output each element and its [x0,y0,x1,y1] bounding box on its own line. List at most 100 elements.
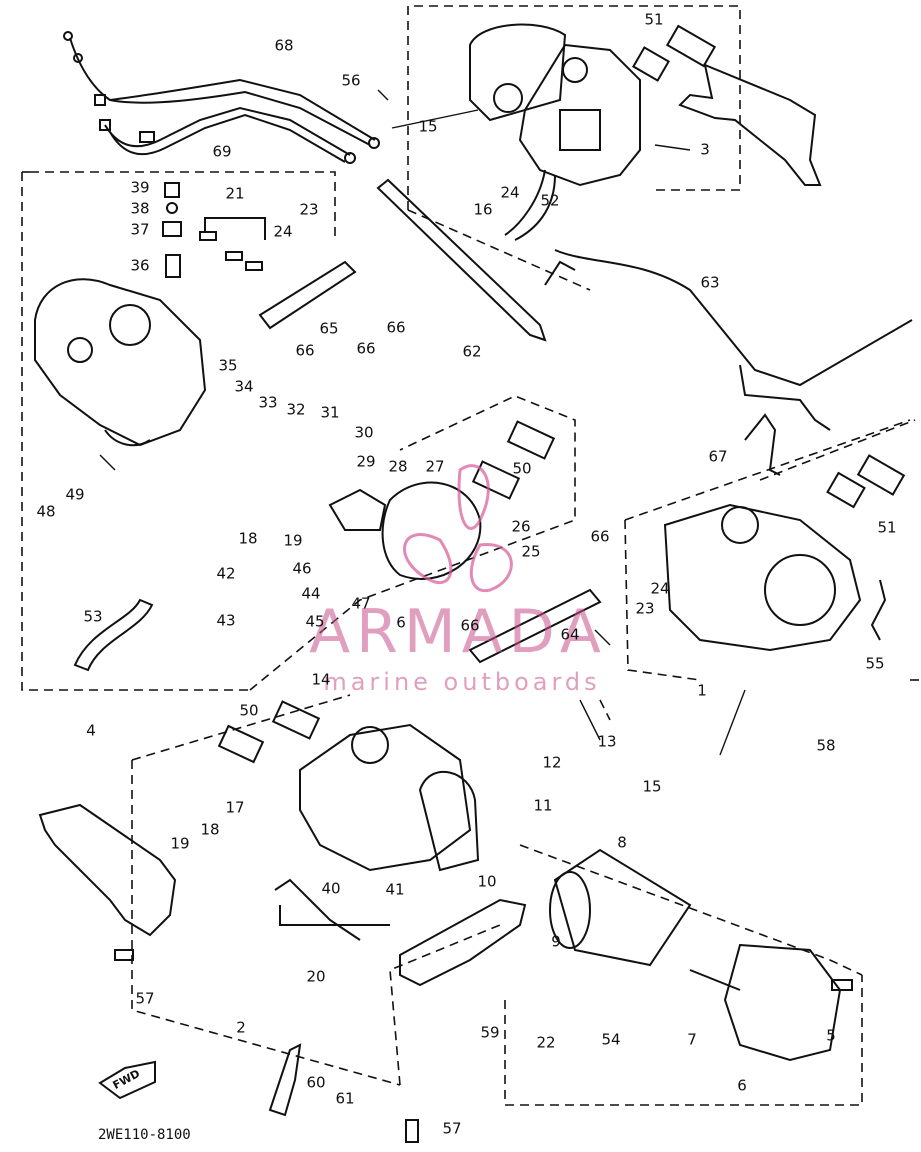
callout-56: 56 [341,71,361,90]
watermark-brand: ARMADA [309,597,607,667]
callout-35: 35 [218,356,238,375]
callout-39: 39 [130,178,150,197]
callout-19a: 19 [283,531,303,550]
callout-38: 38 [130,199,150,218]
callout-66a: 66 [386,318,406,337]
fuel-hoses-68-69 [63,31,380,164]
callout-62: 62 [462,342,482,361]
callout-20: 20 [306,967,326,986]
callout-34: 34 [234,377,254,396]
watermark-subtitle: marine outboards [323,668,601,696]
callout-60: 60 [306,1073,326,1092]
fwd-arrow [98,1060,156,1100]
group-outline-1 [624,419,920,681]
callout-22: 22 [536,1033,556,1052]
callout-54: 54 [601,1030,621,1049]
callout-10: 10 [477,872,497,891]
callout-67: 67 [708,447,728,466]
cover-7 [689,943,842,1062]
callout-13: 13 [597,732,617,751]
callout-11: 11 [533,796,553,815]
callout-16: 16 [473,200,493,219]
callout-15b: 15 [642,777,662,796]
callout-51b: 51 [877,518,897,537]
callout-51a: 51 [644,10,664,29]
callout-32: 32 [286,400,306,419]
callout-19b: 19 [170,834,190,853]
callout-1: 1 [697,681,707,700]
bracket-3 [678,63,822,186]
callout-8: 8 [617,833,627,852]
hose-53 [73,598,154,672]
callout-66e: 66 [460,616,480,635]
hose-51-top [632,24,717,82]
callout-57a: 57 [135,989,155,1008]
callout-27: 27 [425,457,445,476]
diaphragm-27 [328,481,482,580]
callout-24a: 24 [273,222,293,241]
leader-lines [99,89,746,756]
lever-60 [268,1043,302,1117]
hoses-50-bottom [217,700,321,764]
spring-20 [274,878,390,941]
callout-63: 63 [700,273,720,292]
hoses-51-right [826,454,906,509]
callout-66b: 66 [295,341,315,360]
callout-37: 37 [130,220,150,239]
callout-30: 30 [354,423,374,442]
callout-42: 42 [216,564,236,583]
callout-52: 52 [540,191,560,210]
callout-57b: 57 [442,1119,462,1138]
callout-49: 49 [65,485,85,504]
callout-21: 21 [225,184,245,203]
callout-24c: 24 [650,579,670,598]
bolts-57-bottom [114,949,853,1143]
watermark-propeller [403,464,513,593]
rod-62 [376,178,547,342]
group-outline-8 [504,844,863,1106]
callout-15a: 15 [418,117,438,136]
air-filter-9 [549,848,692,967]
callout-5: 5 [826,1026,836,1045]
callout-25: 25 [521,542,541,561]
group-outline-4 [21,171,576,691]
callout-53: 53 [83,607,103,626]
callout-29: 29 [356,452,376,471]
tube-65 [258,260,357,330]
tube-64 [468,588,602,664]
callout-6b: 6 [737,1076,747,1095]
callout-55: 55 [865,654,885,673]
screws-21 [199,217,266,271]
callout-28: 28 [388,457,408,476]
drawing-code: 2WE110-8100 [98,1127,191,1143]
callout-69: 69 [212,142,232,161]
callout-44: 44 [301,584,321,603]
callout-14: 14 [311,670,331,689]
carburetor-top [469,23,641,241]
callout-18a: 18 [238,529,258,548]
callout-41: 41 [385,880,405,899]
callout-64: 64 [560,625,580,644]
spring-67 [744,413,781,476]
callout-33: 33 [258,393,278,412]
callout-26: 26 [511,517,531,536]
callout-23a: 23 [299,200,319,219]
carburetor-right [663,503,862,652]
group-outline-3 [407,5,741,291]
bracket-10 [399,898,527,987]
callout-17: 17 [225,798,245,817]
callout-4: 4 [86,721,96,740]
callout-18b: 18 [200,820,220,839]
callout-50b: 50 [239,701,259,720]
jet-stack-36-39 [162,182,182,278]
carburetor-bottom [299,723,480,872]
callout-66d: 66 [590,527,610,546]
callout-7: 7 [687,1030,697,1049]
callout-68: 68 [274,36,294,55]
callout-48: 48 [36,502,56,521]
callout-61: 61 [335,1089,355,1108]
callout-9: 9 [551,932,561,951]
callout-58: 58 [816,736,836,755]
callout-40: 40 [321,879,341,898]
